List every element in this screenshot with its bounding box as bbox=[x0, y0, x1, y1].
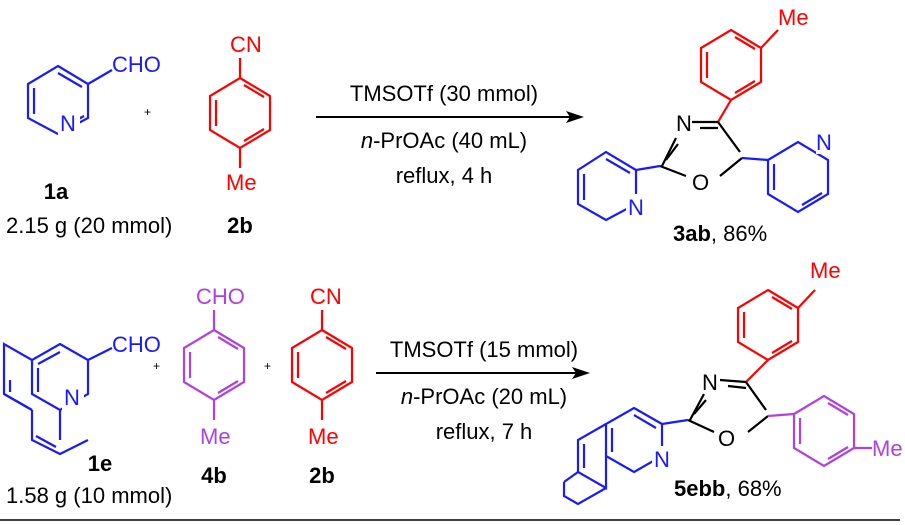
atom-n: N bbox=[702, 370, 718, 395]
molecule-4b bbox=[182, 310, 246, 420]
compound-label-2b: 2b bbox=[309, 463, 335, 488]
compound-label-4b: 4b bbox=[201, 463, 227, 488]
nitrile-label: CN bbox=[310, 284, 342, 309]
amount-1e: 1.58 g (10 mmol) bbox=[6, 483, 172, 508]
time-1: reflux, 4 h bbox=[396, 163, 493, 188]
atom-n: N bbox=[64, 385, 80, 410]
methyl-label: Me bbox=[778, 5, 809, 30]
solvent-1: n-PrOAc (40 mL) bbox=[361, 128, 527, 153]
molecule-2b-bottom bbox=[290, 310, 354, 420]
reagent-2: TMSOTf (15 mmol) bbox=[390, 337, 578, 362]
aldehyde-label: CHO bbox=[196, 284, 245, 309]
methyl-label: Me bbox=[308, 424, 339, 449]
product-label-5ebb: 5ebb, 68% bbox=[674, 476, 782, 501]
atom-n: N bbox=[60, 111, 76, 136]
atom-o: O bbox=[718, 426, 735, 451]
methyl-label: Me bbox=[872, 436, 903, 461]
molecule-5ebb-tolyl-top bbox=[736, 288, 816, 383]
molecule-1e bbox=[2, 342, 113, 456]
compound-label-2b: 2b bbox=[227, 213, 253, 238]
atom-n: N bbox=[654, 447, 670, 472]
compound-label-1a: 1a bbox=[44, 179, 69, 204]
molecule-3ab-pyridyl-right bbox=[741, 140, 830, 214]
plus-sign: + bbox=[153, 359, 160, 373]
molecule-5ebb-oxazole bbox=[687, 378, 769, 433]
reaction-arrow-2 bbox=[376, 367, 590, 379]
aldehyde-label: CHO bbox=[112, 332, 161, 357]
methyl-label: Me bbox=[200, 424, 231, 449]
compound-label-1e: 1e bbox=[88, 451, 112, 476]
atom-n: N bbox=[816, 130, 832, 155]
molecule-5ebb-tolyl-right bbox=[767, 394, 872, 468]
atom-o: O bbox=[692, 170, 709, 195]
methyl-label: Me bbox=[226, 170, 257, 195]
molecule-2b-top bbox=[208, 58, 272, 168]
reagent-1: TMSOTf (30 mmol) bbox=[350, 81, 538, 106]
atom-n: N bbox=[676, 111, 692, 136]
solvent-2: n-PrOAc (20 mL) bbox=[401, 384, 567, 409]
methyl-label: Me bbox=[810, 258, 841, 283]
molecule-3ab-oxazole bbox=[659, 120, 743, 178]
product-label-3ab: 3ab, 86% bbox=[673, 221, 767, 246]
aldehyde-label: CHO bbox=[112, 52, 161, 77]
atom-n: N bbox=[628, 195, 644, 220]
plus-sign: + bbox=[144, 105, 151, 119]
plus-sign: + bbox=[264, 359, 271, 373]
amount-1a: 2.15 g (20 mmol) bbox=[6, 213, 172, 238]
nitrile-label: CN bbox=[230, 32, 262, 57]
molecule-3ab-tolyl bbox=[699, 28, 779, 123]
reaction-arrow-1 bbox=[316, 111, 584, 123]
time-2: reflux, 7 h bbox=[436, 419, 533, 444]
